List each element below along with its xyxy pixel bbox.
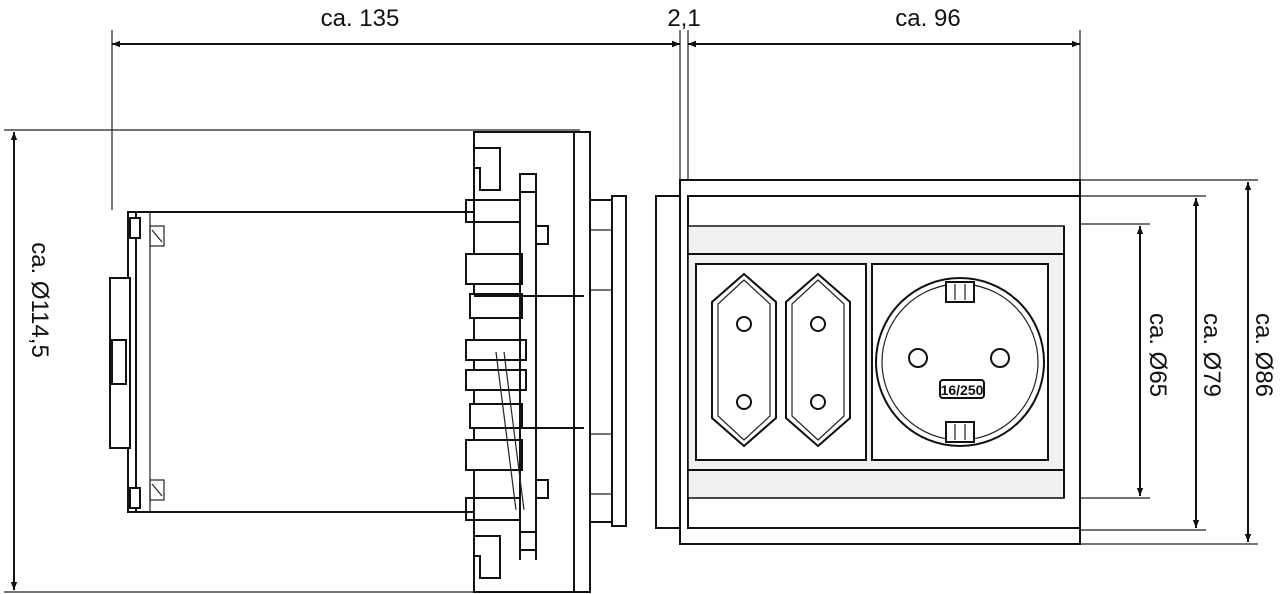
euro-socket-left — [711, 272, 777, 448]
dim-top-mid: 2,1 — [667, 5, 700, 32]
dim-top-left: ca. 135 — [321, 5, 400, 32]
dim-d86: ca. Ø86 — [1250, 313, 1277, 397]
dim-top-right: ca. 96 — [895, 5, 960, 32]
euro-socket-right — [785, 272, 851, 448]
schuko-socket: 16/250 — [875, 277, 1045, 447]
flange-assembly — [465, 131, 627, 593]
dim-d65: ca. Ø65 — [1144, 313, 1171, 397]
left-dimension: ca. Ø114,5 — [4, 129, 580, 593]
dim-d79: ca. Ø79 — [1198, 313, 1225, 397]
socket-rating-marking: 16/250 — [941, 382, 984, 398]
dim-left-diameter: ca. Ø114,5 — [26, 242, 53, 358]
top-dimensions: ca. 135 2,1 ca. 96 — [111, 5, 1081, 210]
